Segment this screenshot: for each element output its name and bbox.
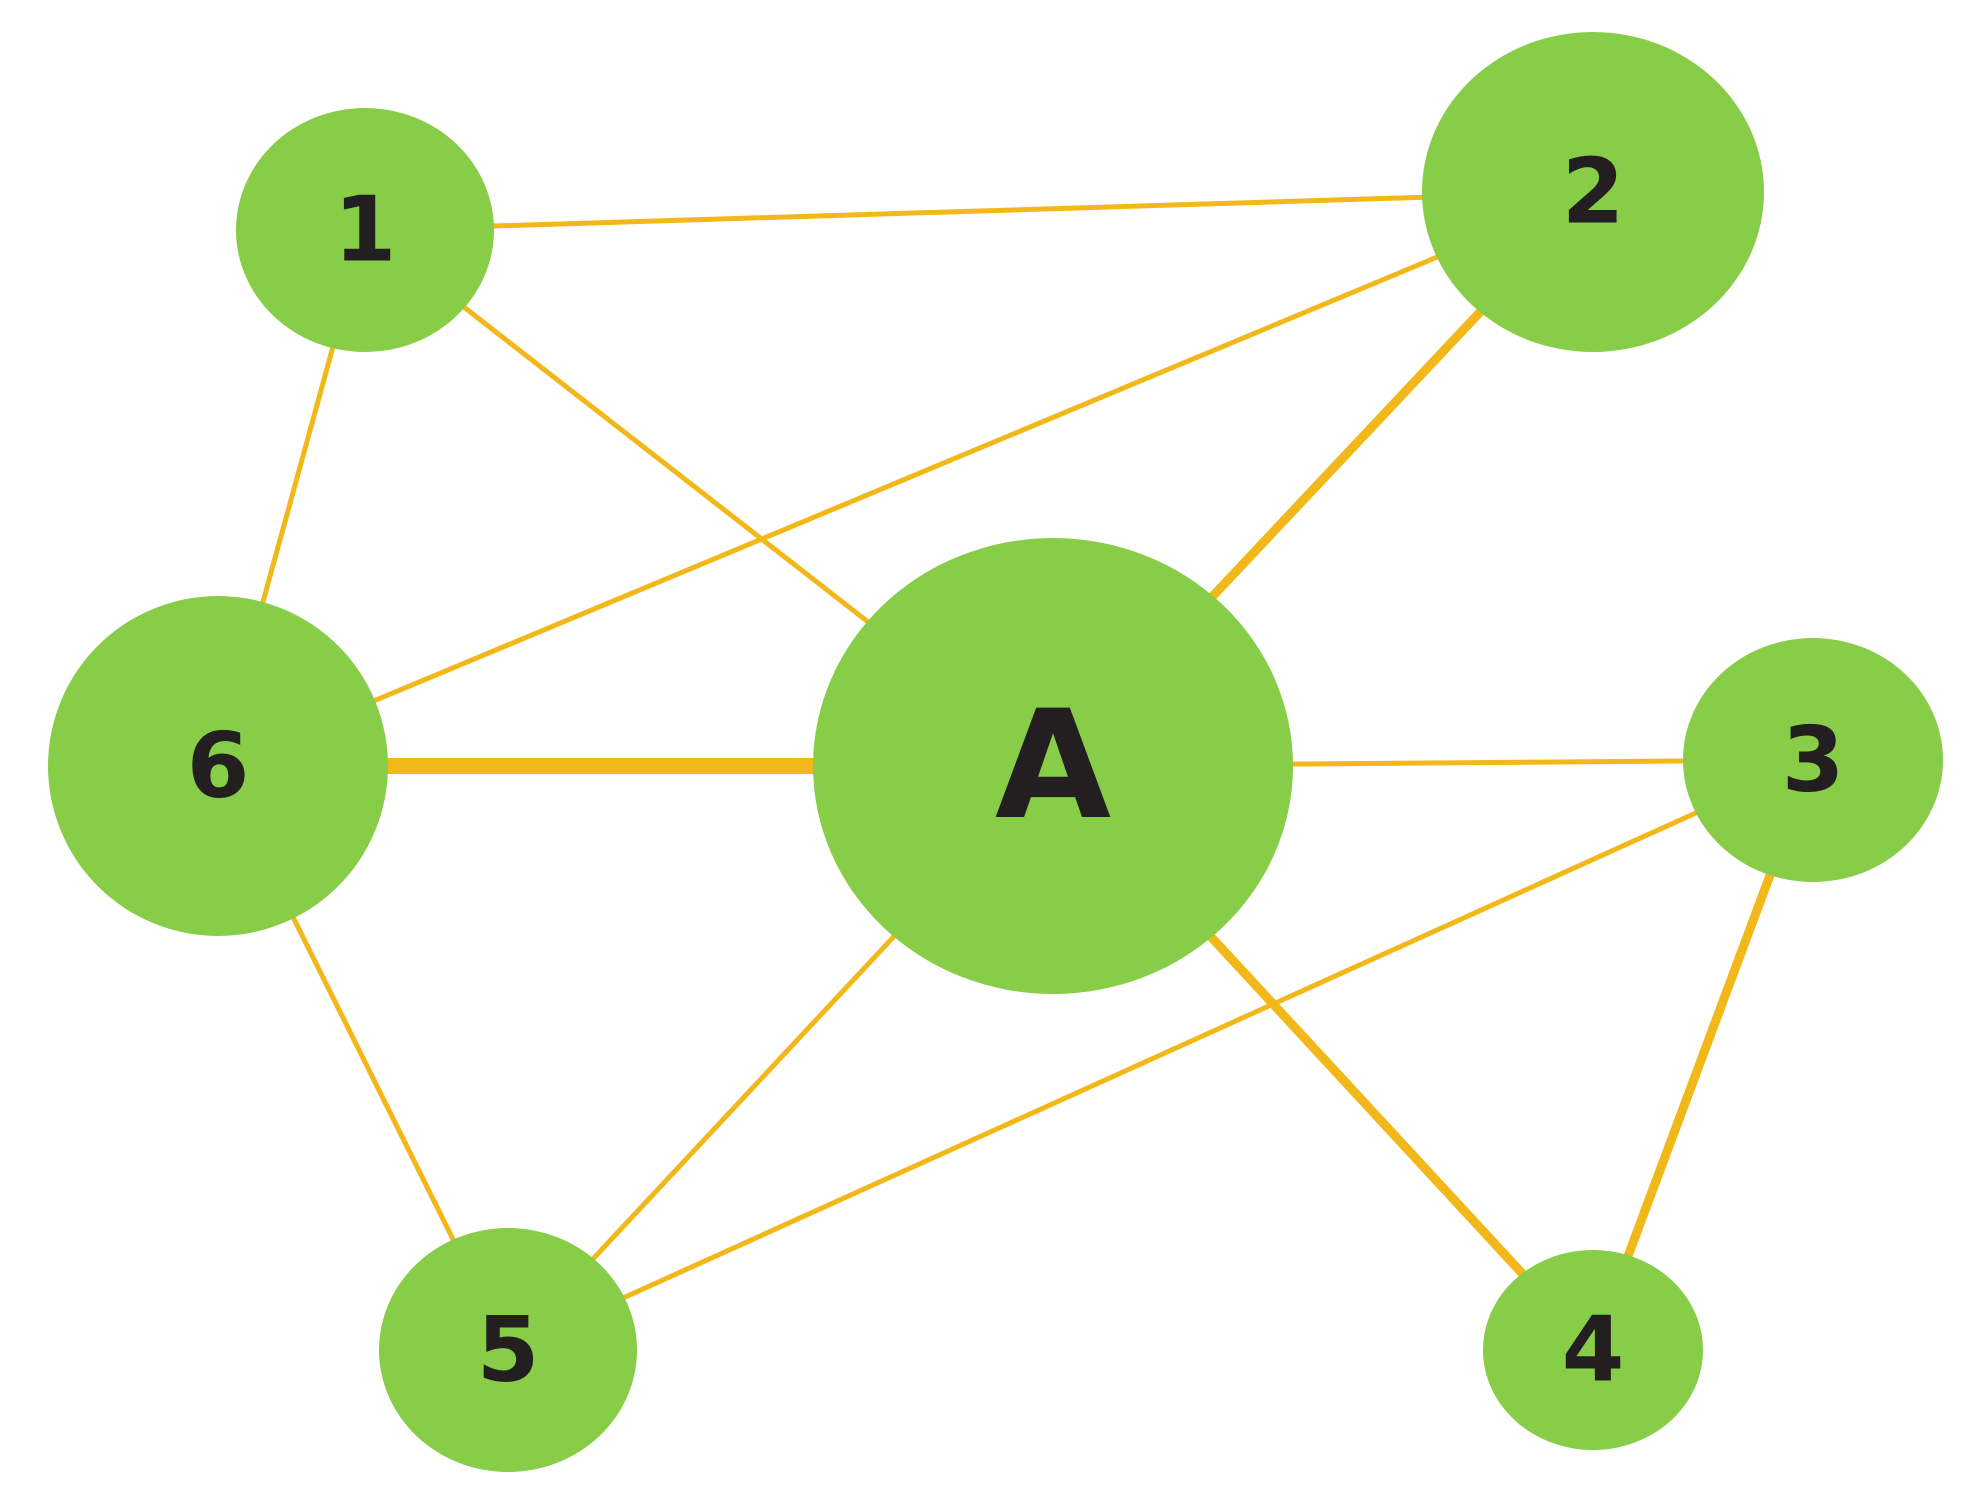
node-5: 5: [379, 1228, 637, 1472]
node-label-6: 6: [187, 714, 250, 819]
node-1: 1: [236, 108, 494, 352]
node-6: 6: [48, 596, 388, 936]
node-4: 4: [1483, 1250, 1703, 1450]
node-circle-4: [1483, 1250, 1703, 1450]
node-label-1: 1: [334, 178, 397, 283]
node-label-A: A: [995, 679, 1111, 853]
node-A: A: [813, 538, 1293, 994]
edge-2-6: [217, 189, 1594, 769]
edge-1-2: [364, 189, 1594, 233]
node-circle-5: [379, 1228, 637, 1472]
node-label-5: 5: [477, 1298, 540, 1403]
node-label-3: 3: [1782, 708, 1845, 813]
node-3: 3: [1683, 638, 1943, 882]
node-label-2: 2: [1562, 140, 1625, 245]
node-circle-2: [1422, 32, 1764, 352]
node-circle-A: [813, 538, 1293, 994]
node-circle-6: [48, 596, 388, 936]
node-circle-1: [236, 108, 494, 352]
nodes-layer: A 1 2 3 4 5 6: [48, 32, 1943, 1472]
node-2: 2: [1422, 32, 1764, 352]
node-circle-3: [1683, 638, 1943, 882]
edge-3-5: [506, 757, 1815, 1353]
node-label-4: 4: [1562, 1298, 1625, 1403]
